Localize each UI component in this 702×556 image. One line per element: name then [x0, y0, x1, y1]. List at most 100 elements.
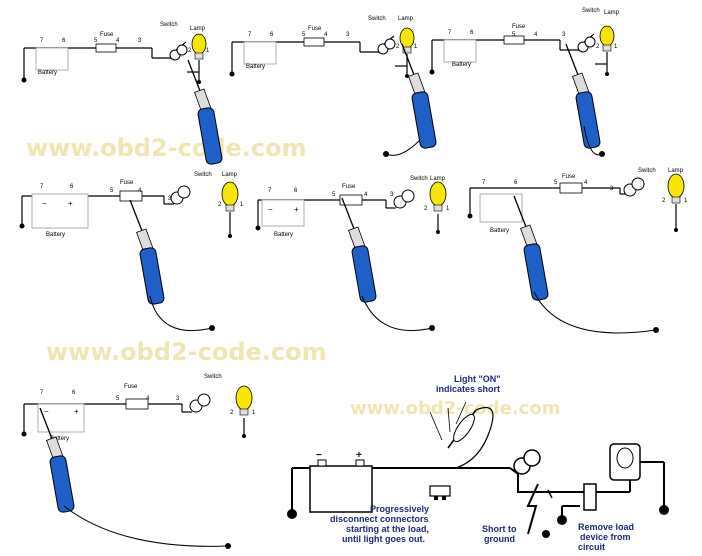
remove-text-line1: Remove load	[578, 522, 634, 532]
label-battery: Battery	[46, 232, 65, 238]
probe-ground-clip-3	[599, 151, 605, 157]
label-battery: Battery	[50, 436, 69, 442]
label-wire-3: 3	[176, 396, 180, 402]
label-fuse: Fuse	[120, 180, 134, 186]
label-fuse: Fuse	[308, 26, 322, 32]
probe-lead-2	[385, 139, 421, 156]
label-wire-1: 1	[252, 410, 256, 416]
circuit-panel-2: Battery Fuse Switch Lamp 7 6 5 4 3 2 1	[228, 16, 418, 79]
short-text-line1: Short to	[482, 524, 517, 534]
label-wire-4: 4	[364, 192, 368, 198]
label-battery: Battery	[246, 64, 265, 70]
probe-ground-clip-6	[653, 327, 659, 333]
label-wire-5: 5	[512, 32, 516, 38]
label-wire-3: 3	[562, 32, 566, 38]
label-switch: Switch	[582, 8, 600, 14]
label-lamp: Lamp	[604, 10, 620, 16]
progressive-text-line4: until light goes out.	[342, 534, 425, 544]
label-wire-1: 1	[240, 202, 244, 208]
probe-lead-4	[149, 295, 213, 332]
label-switch: Switch	[194, 172, 212, 178]
label-wire-4: 4	[584, 180, 588, 186]
label-fuse: Fuse	[124, 384, 138, 390]
watermark-3: www.obd2-code.com	[350, 398, 560, 419]
label-wire-5: 5	[110, 188, 114, 194]
progressive-text-line1: Progressively	[370, 504, 429, 514]
label-wire-5: 5	[94, 38, 98, 44]
label-lamp: Lamp	[190, 26, 206, 32]
label-wire-6: 6	[72, 390, 76, 396]
label-wire-2: 2	[396, 44, 400, 50]
label-wire-1: 1	[614, 44, 618, 50]
progressive-text-line3: starting at the load,	[346, 524, 429, 534]
battery-minus: −	[316, 450, 322, 461]
circuit-panel-3: Battery Fuse Switch Lamp 7 6 5 4 3 2 1	[428, 8, 620, 77]
label-wire-1: 1	[446, 206, 450, 212]
label-switch: Switch	[368, 16, 386, 22]
short-to-ground-diagram: − +	[287, 401, 669, 538]
label-wire-4: 4	[138, 188, 142, 194]
label-wire-3: 3	[138, 38, 142, 44]
remove-text-line3: circuit	[578, 542, 605, 552]
label-wire-4: 4	[534, 32, 538, 38]
label-wire-2: 2	[662, 198, 666, 204]
probe-ground-clip-4	[209, 325, 215, 331]
label-wire-7: 7	[268, 188, 272, 194]
label-wire-3: 3	[168, 196, 172, 202]
probe-lead-7	[63, 505, 229, 547]
label-wire-3: 3	[610, 186, 614, 192]
short-text-line2: ground	[484, 534, 515, 544]
probe-ground-clip-7	[225, 543, 231, 549]
label-wire-5: 5	[554, 180, 558, 186]
label-wire-2: 2	[230, 410, 234, 416]
label-plus: +	[74, 407, 79, 416]
label-wire-4: 4	[146, 396, 150, 402]
circuit-panel-6: Battery Fuse Switch Lamp 7 6 5 4 3 2 1	[467, 168, 688, 234]
circuit-panel-5: Battery − + Fuse Switch Lamp 7 6 5 4 3 2…	[255, 176, 450, 238]
watermark-1: www.obd2-code.com	[26, 134, 307, 162]
label-wire-6: 6	[62, 38, 66, 44]
progressive-text-line2: disconnect connectors	[330, 514, 429, 524]
label-switch: Switch	[410, 176, 428, 182]
label-wire-6: 6	[270, 32, 274, 38]
label-wire-5: 5	[116, 396, 120, 402]
label-battery: Battery	[490, 228, 509, 234]
label-minus: −	[268, 205, 273, 214]
label-switch: Switch	[638, 168, 656, 174]
light-on-text-line2: indicates short	[436, 384, 500, 394]
label-wire-7: 7	[40, 38, 44, 44]
label-wire-6: 6	[70, 184, 74, 190]
label-lamp: Lamp	[222, 172, 238, 178]
label-wire-1: 1	[684, 198, 688, 204]
circuit-panel-7: Battery − + Fuse Switch 7 6 5 4 3 2 1	[21, 374, 256, 442]
label-wire-6: 6	[294, 188, 298, 194]
label-wire-7: 7	[40, 390, 44, 396]
label-minus: −	[42, 199, 47, 208]
label-battery: Battery	[38, 70, 57, 76]
circuit-panel-4: Battery − + Fuse Switch Lamp 7 6 5 4 3 2…	[19, 172, 244, 238]
circuit-panel-1: Battery Fuse Switch Lamp 7 6 5 4 3 2 1	[20, 22, 210, 85]
probe-ground-clip-2	[383, 151, 389, 157]
test-light-probe-5	[341, 197, 378, 304]
test-light-probe-3	[565, 43, 602, 150]
test-light-probe-4	[129, 199, 166, 306]
label-wire-2: 2	[596, 44, 600, 50]
label-lamp: Lamp	[398, 16, 414, 22]
label-wire-7: 7	[248, 32, 252, 38]
label-plus: +	[294, 205, 299, 214]
label-fuse: Fuse	[562, 174, 576, 180]
label-battery: Battery	[452, 62, 471, 68]
label-wire-4: 4	[324, 32, 328, 38]
probe-lead-6	[533, 291, 657, 334]
label-fuse: Fuse	[512, 24, 526, 30]
label-wire-1: 1	[414, 44, 418, 50]
label-minus: −	[44, 407, 49, 416]
label-wire-3: 3	[346, 32, 350, 38]
label-wire-7: 7	[448, 30, 452, 36]
label-wire-2: 2	[218, 202, 222, 208]
probe-ground-clip-5	[429, 325, 435, 331]
label-wire-7: 7	[482, 180, 486, 186]
label-fuse: Fuse	[342, 184, 356, 190]
label-wire-6: 6	[470, 30, 474, 36]
